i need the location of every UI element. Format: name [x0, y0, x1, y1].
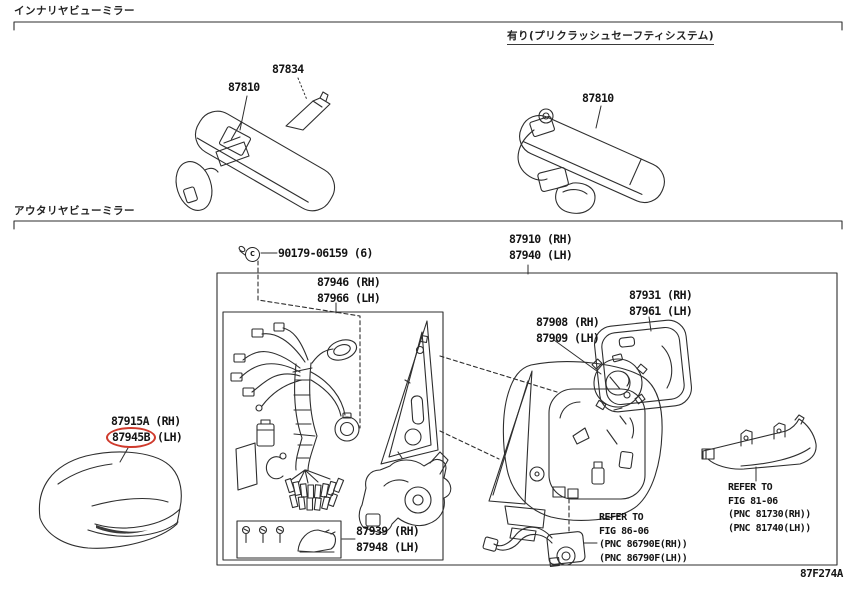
part-label-stay-cover: 87834 [272, 62, 304, 76]
inner-mirror-standard-drawing [175, 110, 336, 212]
mirror-actuator-drawing [591, 353, 648, 411]
camera-ref-line2: FIG 86-06 [599, 525, 649, 537]
camera-ref-line3: (PNC 86790E(RH)) [599, 539, 688, 550]
outer-section-bracket [13, 220, 843, 230]
part-label-mirror-assembly-rh: 87910 (RH) [509, 232, 573, 246]
part-label-screw: 90179-06159 (6) [278, 246, 373, 260]
mirror-stay-cover-drawing [285, 91, 331, 131]
part-label-mirror-assembly-lh: 87940 (LH) [509, 248, 573, 262]
lamp-ref-line1: REFER TO [728, 482, 773, 493]
part-label-harness-lh: 87966 (LH) [317, 291, 381, 305]
inner-section-heading: インナリヤビューミラー [14, 5, 135, 17]
lamp-ref-line3: (PNC 81730(RH)) [728, 509, 811, 520]
figure-code: 87F274A [800, 567, 843, 580]
mirror-housing-drawing [488, 361, 663, 542]
lamp-ref-line2: FIG 81-06 [728, 495, 778, 507]
part-label-actuator-lh: 87909 (LH) [536, 331, 600, 345]
part-label-repair-kit-lh: 87948 (LH) [356, 540, 420, 554]
outer-mirror-cover-drawing [38, 451, 182, 549]
part-label-inner-mirror: 87810 [228, 80, 260, 94]
part-label-glass-rh: 87931 (RH) [629, 288, 693, 302]
part-label-repair-kit: 87939 (RH) 87948 (LH) [356, 523, 420, 555]
fold-actuator-base-drawing [358, 451, 452, 534]
part-label-glass-lh: 87961 (LH) [629, 304, 693, 318]
part-label-actuator: 87908 (RH) 87909 (LH) [536, 314, 600, 346]
part-label-outer-cover-lh-suffix: (LH) [156, 430, 183, 444]
signal-lamp-drawing [701, 414, 817, 470]
part-label-harness-rh: 87946 (RH) [317, 275, 381, 289]
camera-reference-note: REFER TO FIG 86-06 (PNC 86790E(RH)) (PNC… [599, 511, 688, 565]
part-label-glass: 87931 (RH) 87961 (LH) [629, 287, 693, 319]
part-label-outer-cover-lh: 87945B(LH) [106, 427, 183, 448]
part-label-actuator-rh: 87908 (RH) [536, 315, 600, 329]
camera-ref-line1: REFER TO [599, 512, 644, 523]
highlighted-part-number: 87945B [106, 427, 156, 448]
lamp-reference-note: REFER TO FIG 81-06 (PNC 81730(RH)) (PNC … [728, 481, 811, 535]
precrash-variant-heading: 有り(プリクラッシュセーフティシステム) [507, 28, 715, 45]
dashed-alignment-lines [257, 260, 570, 534]
mirror-harness-drawing [230, 322, 360, 511]
assembly-box [216, 272, 838, 566]
inner-mirror-precrash-drawing [517, 108, 665, 214]
mounting-plate-drawing [380, 320, 439, 465]
screw-symbol-badge: c [245, 247, 260, 262]
camera-drawing [482, 526, 586, 567]
part-label-repair-kit-rh: 87939 (RH) [356, 524, 420, 538]
screw-icon [238, 245, 246, 256]
part-label-outer-cover: 87915A (RH) 87945B(LH) [106, 413, 183, 448]
part-label-mirror-assembly: 87910 (RH) 87940 (LH) [509, 231, 573, 263]
part-label-outer-cover-rh: 87915A (RH) [111, 414, 181, 428]
part-label-harness: 87946 (RH) 87966 (LH) [317, 274, 381, 306]
lamp-ref-line4: (PNC 81740(LH)) [728, 522, 811, 534]
outer-section-heading: アウタリヤビューミラー [14, 205, 135, 217]
repair-kit-contents-drawing [241, 525, 336, 553]
camera-ref-line4: (PNC 86790F(LH)) [599, 552, 688, 564]
part-label-inner-mirror-precrash: 87810 [582, 91, 614, 105]
inner-section-bracket [13, 21, 843, 31]
mirror-glass-drawing [593, 319, 693, 425]
repair-kit-box [236, 520, 342, 559]
